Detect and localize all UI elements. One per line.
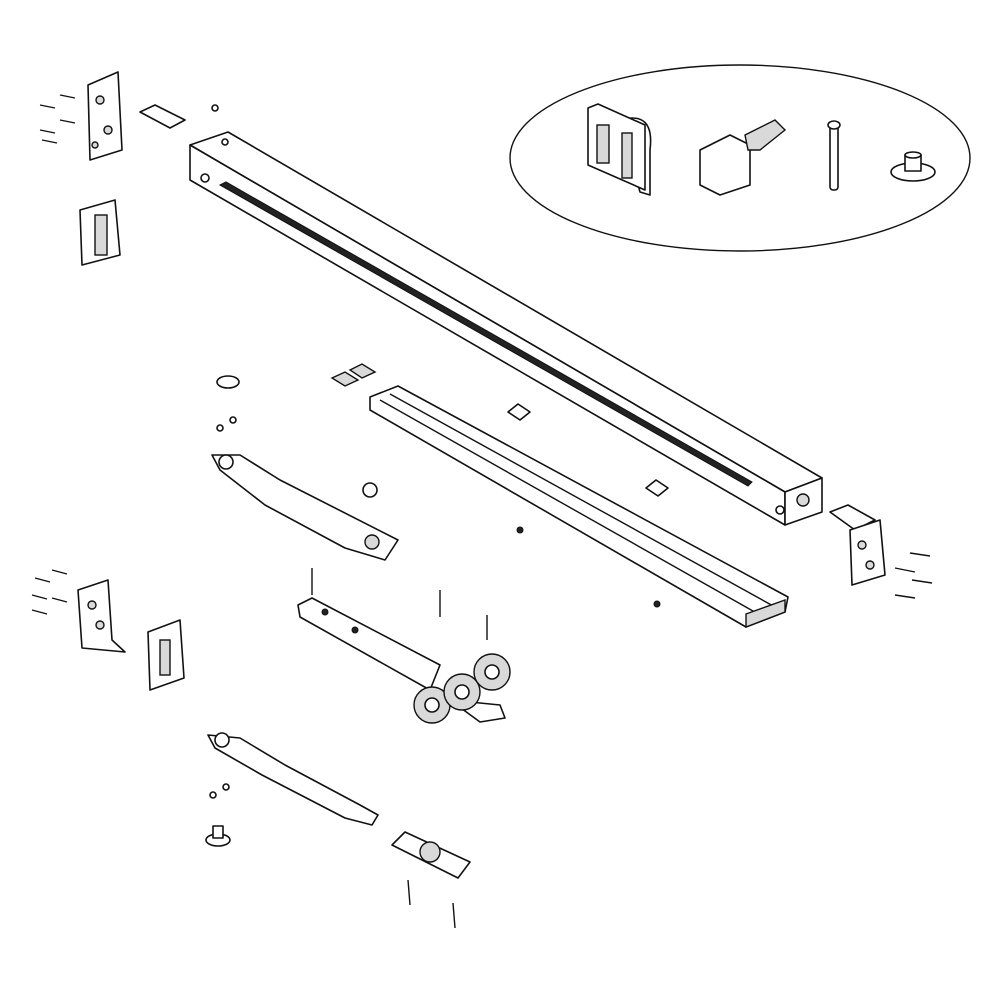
long-screw-detail	[827, 120, 841, 191]
detail-callout	[509, 64, 971, 252]
top-track-rail	[189, 131, 823, 526]
floor-guide	[391, 831, 471, 929]
wall-bracket-top-left	[79, 71, 186, 266]
roller-carriage-arm	[297, 568, 511, 724]
stop-pin-detail	[890, 151, 936, 182]
wall-bracket-bottom-left	[31, 569, 185, 691]
end-cap-detail	[587, 103, 652, 196]
bottom-guide-rail	[369, 385, 789, 629]
screws-top-left	[39, 94, 219, 144]
stopper-detail	[699, 119, 787, 196]
wall-bracket-right	[829, 504, 933, 599]
damper-arm-lower	[205, 732, 379, 847]
rail-clips	[330, 363, 669, 608]
damper-arm-upper	[211, 375, 399, 561]
